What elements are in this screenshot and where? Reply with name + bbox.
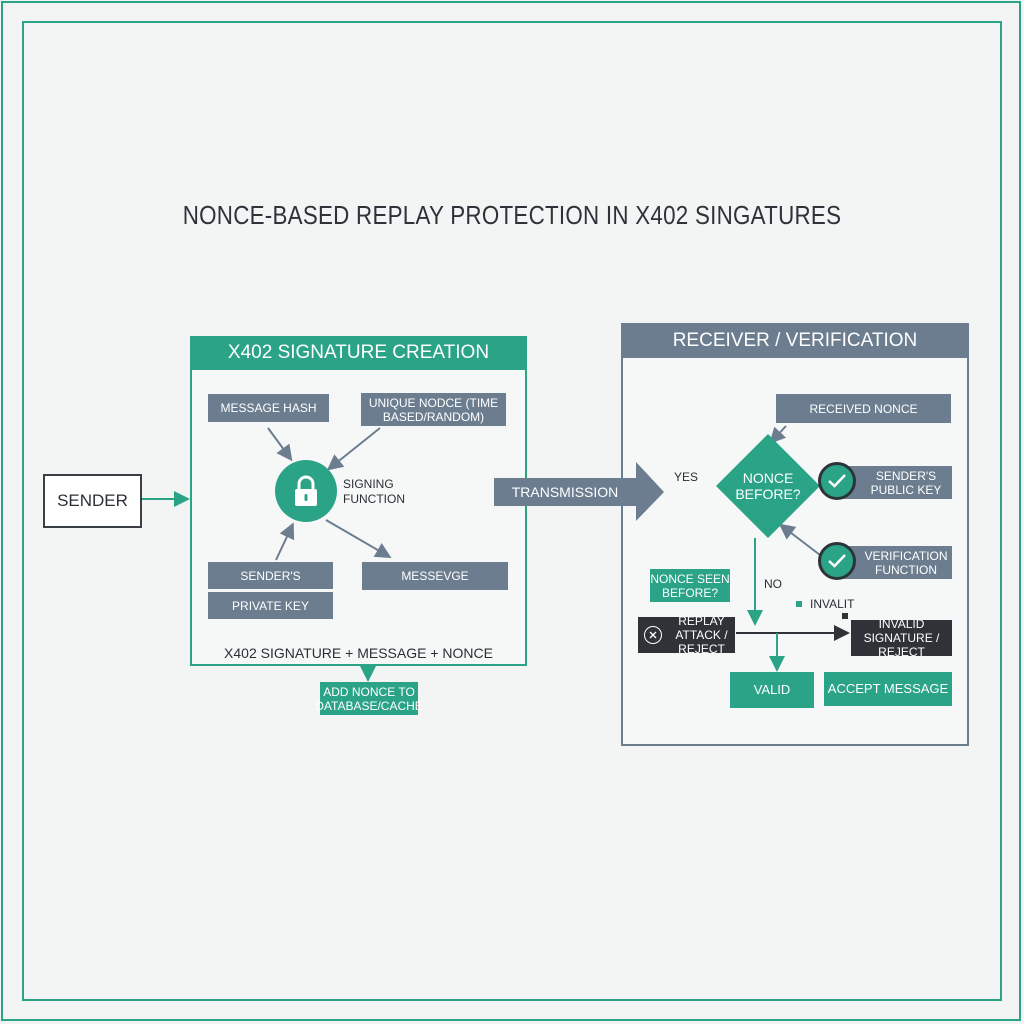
- x-circle-icon: [644, 626, 662, 644]
- key-to-signing-arrow: [275, 522, 295, 561]
- signature-creation-header: X402 SIGNATURE CREATION: [190, 336, 527, 370]
- verification-function-box: VERIFICATION FUNCTION: [838, 546, 952, 579]
- verification-check: [818, 542, 856, 580]
- nonce-decision: NONCE BEFORE?: [716, 434, 820, 538]
- decision-diamond-shape: [716, 434, 820, 538]
- checkmark-icon: [828, 554, 846, 568]
- accept-message-box: ACCEPT MESSAGE: [824, 672, 952, 706]
- no-label: NO: [764, 577, 782, 591]
- decision-text: NONCE BEFORE?: [735, 470, 801, 502]
- received-to-decision-arrow: [769, 425, 787, 444]
- invalit-text: INVALIT: [810, 597, 855, 611]
- signature-bundle-label: X402 SIGNATURE + MESSAGE + NONCE: [224, 645, 493, 661]
- signing-to-message-arrow: [325, 519, 392, 559]
- verification-to-decision-arrow: [778, 523, 821, 556]
- nonce-seen-box: NONCE SEEN BEFORE?: [650, 569, 730, 602]
- public-key-check: [818, 462, 856, 500]
- replay-attack-box: REPLAY ATTACK / REJECT: [638, 614, 735, 656]
- nonce-to-signing-arrow: [326, 427, 381, 471]
- signing-function-label: SIGNING FUNCTION: [343, 477, 405, 506]
- invalit-label: INVALIT: [796, 597, 854, 611]
- senders-box: SENDER'S: [208, 562, 333, 589]
- replay-attack-text: REPLAY ATTACK / REJECT: [675, 614, 728, 656]
- padlock-icon: [295, 475, 317, 506]
- checkmark-icon: [828, 474, 846, 488]
- valid-box: VALID: [730, 672, 814, 708]
- message-box: MESSEVGE: [362, 562, 508, 590]
- unique-nonce-box: UNIQUE NODCE (TIME BASED/RANDOM): [361, 393, 506, 426]
- receiver-header: RECEIVER / VERIFICATION: [621, 323, 969, 358]
- sender-box: SENDER: [43, 474, 142, 528]
- invalid-signature-box: INVALID SIGNATURE / REJECT: [851, 617, 952, 659]
- received-nonce-box: RECEIVED NONCE: [776, 394, 951, 423]
- transmission-arrow: [494, 462, 664, 521]
- yes-label: YES: [674, 470, 699, 484]
- inner-frame: [22, 21, 1002, 1001]
- public-key-box: SENDER'S PUBLIC KEY: [838, 466, 952, 499]
- signing-lock: [275, 460, 337, 522]
- hash-to-signing-arrow: [267, 427, 293, 462]
- transmission-label: TRANSMISSION: [511, 484, 619, 500]
- invalid-marker: [842, 613, 848, 619]
- add-nonce-box: ADD NONCE TO DATABASE/CACHE: [315, 682, 423, 715]
- message-hash-box: MESSAGE HASH: [208, 394, 329, 422]
- diagram-title: NONCE-BASED REPLAY PROTECTION IN X402 SI…: [182, 200, 842, 230]
- private-key-box: PRIVATE KEY: [208, 592, 333, 619]
- teal-square-icon: [796, 601, 802, 607]
